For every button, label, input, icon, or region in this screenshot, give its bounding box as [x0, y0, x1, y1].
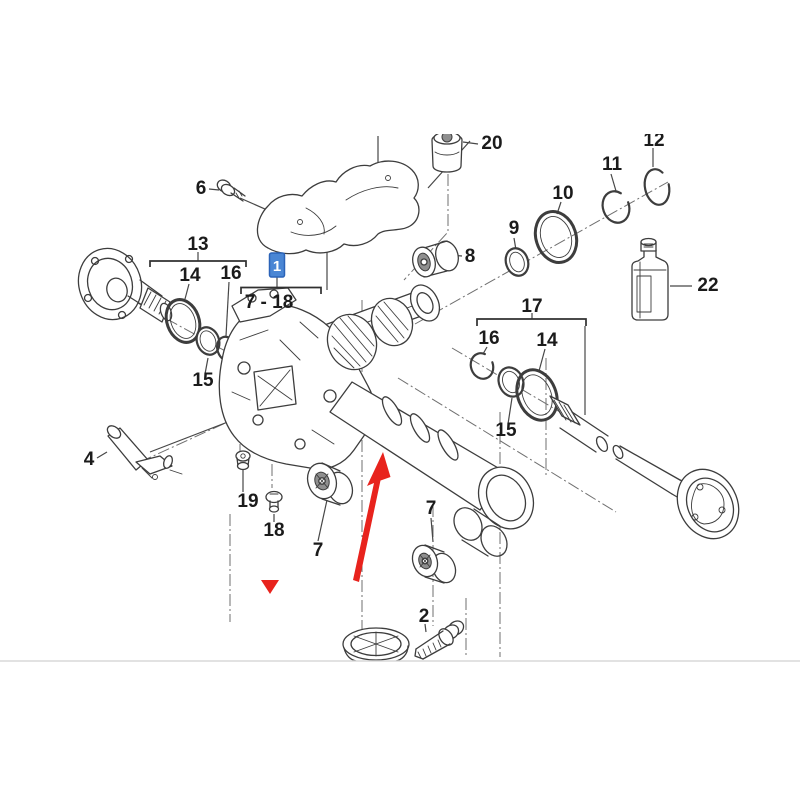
part-damper-20 [431, 131, 463, 173]
photo-crop-top [0, 0, 800, 134]
part-bushing-7-left [306, 462, 354, 506]
part-bushing-8 [412, 240, 459, 278]
callout-6: 6 [196, 178, 207, 199]
part-seal-9 [504, 247, 530, 277]
callout-4: 4 [84, 449, 95, 470]
part-mount [342, 627, 410, 662]
callout-7: 7 [426, 498, 437, 519]
callout-10: 10 [552, 183, 573, 204]
highlight-box-1: 1 [268, 252, 286, 278]
callout-18: 18 [263, 520, 284, 541]
bracket-group-17 [476, 318, 587, 326]
callout-2: 2 [419, 606, 430, 627]
part-seal-15-left [195, 326, 221, 356]
red-arrow-annotation [353, 452, 391, 582]
callout-22: 22 [697, 275, 718, 296]
highlight-box-number: 1 [273, 258, 281, 275]
bracket-group-1 [240, 286, 322, 294]
callout-16: 16 [478, 328, 499, 349]
callout-7: 7 [313, 540, 324, 561]
part-snapring-12 [643, 168, 671, 206]
part-output-flange [77, 247, 173, 323]
callout-16: 16 [220, 263, 241, 284]
red-triangle-annotation [261, 580, 279, 594]
photo-crop-bottom [0, 661, 800, 800]
callout-17: 17 [521, 296, 542, 317]
callout-19: 19 [237, 491, 258, 512]
part-cv-joint-cup [676, 468, 740, 540]
part-oring-10 [533, 210, 579, 264]
part-axle-tube [329, 381, 535, 557]
callout-11: 11 [602, 154, 623, 175]
callout-8: 8 [465, 246, 476, 267]
bracket-group-13 [149, 260, 247, 267]
part-bolt-2 [414, 620, 465, 660]
callout-14: 14 [536, 330, 558, 351]
part-bolt-6 [216, 179, 246, 202]
part-breather-4 [106, 425, 183, 480]
part-plug-19 [235, 450, 251, 471]
part-plug-18 [265, 490, 283, 513]
part-final-drive-housing [218, 284, 441, 470]
part-oring-14-left [164, 298, 202, 344]
part-snapring-11 [601, 190, 631, 224]
callout-13: 13 [187, 234, 208, 255]
part-snapring-16-right [469, 352, 495, 380]
callout-15: 15 [495, 420, 517, 441]
part-oil-bottle-22 [631, 237, 669, 321]
callout-9: 9 [509, 218, 520, 239]
part-oring-14-right [515, 368, 559, 422]
part-heat-shield [256, 160, 420, 255]
callout-20: 20 [481, 133, 502, 154]
callout-15: 15 [192, 370, 214, 391]
range-label-7-18: 7 - 18 [245, 292, 294, 313]
part-bushing-7-right [411, 544, 457, 584]
callout-14: 14 [179, 265, 201, 286]
callout-12: 12 [643, 130, 664, 151]
part-stub-shaft [549, 395, 693, 502]
